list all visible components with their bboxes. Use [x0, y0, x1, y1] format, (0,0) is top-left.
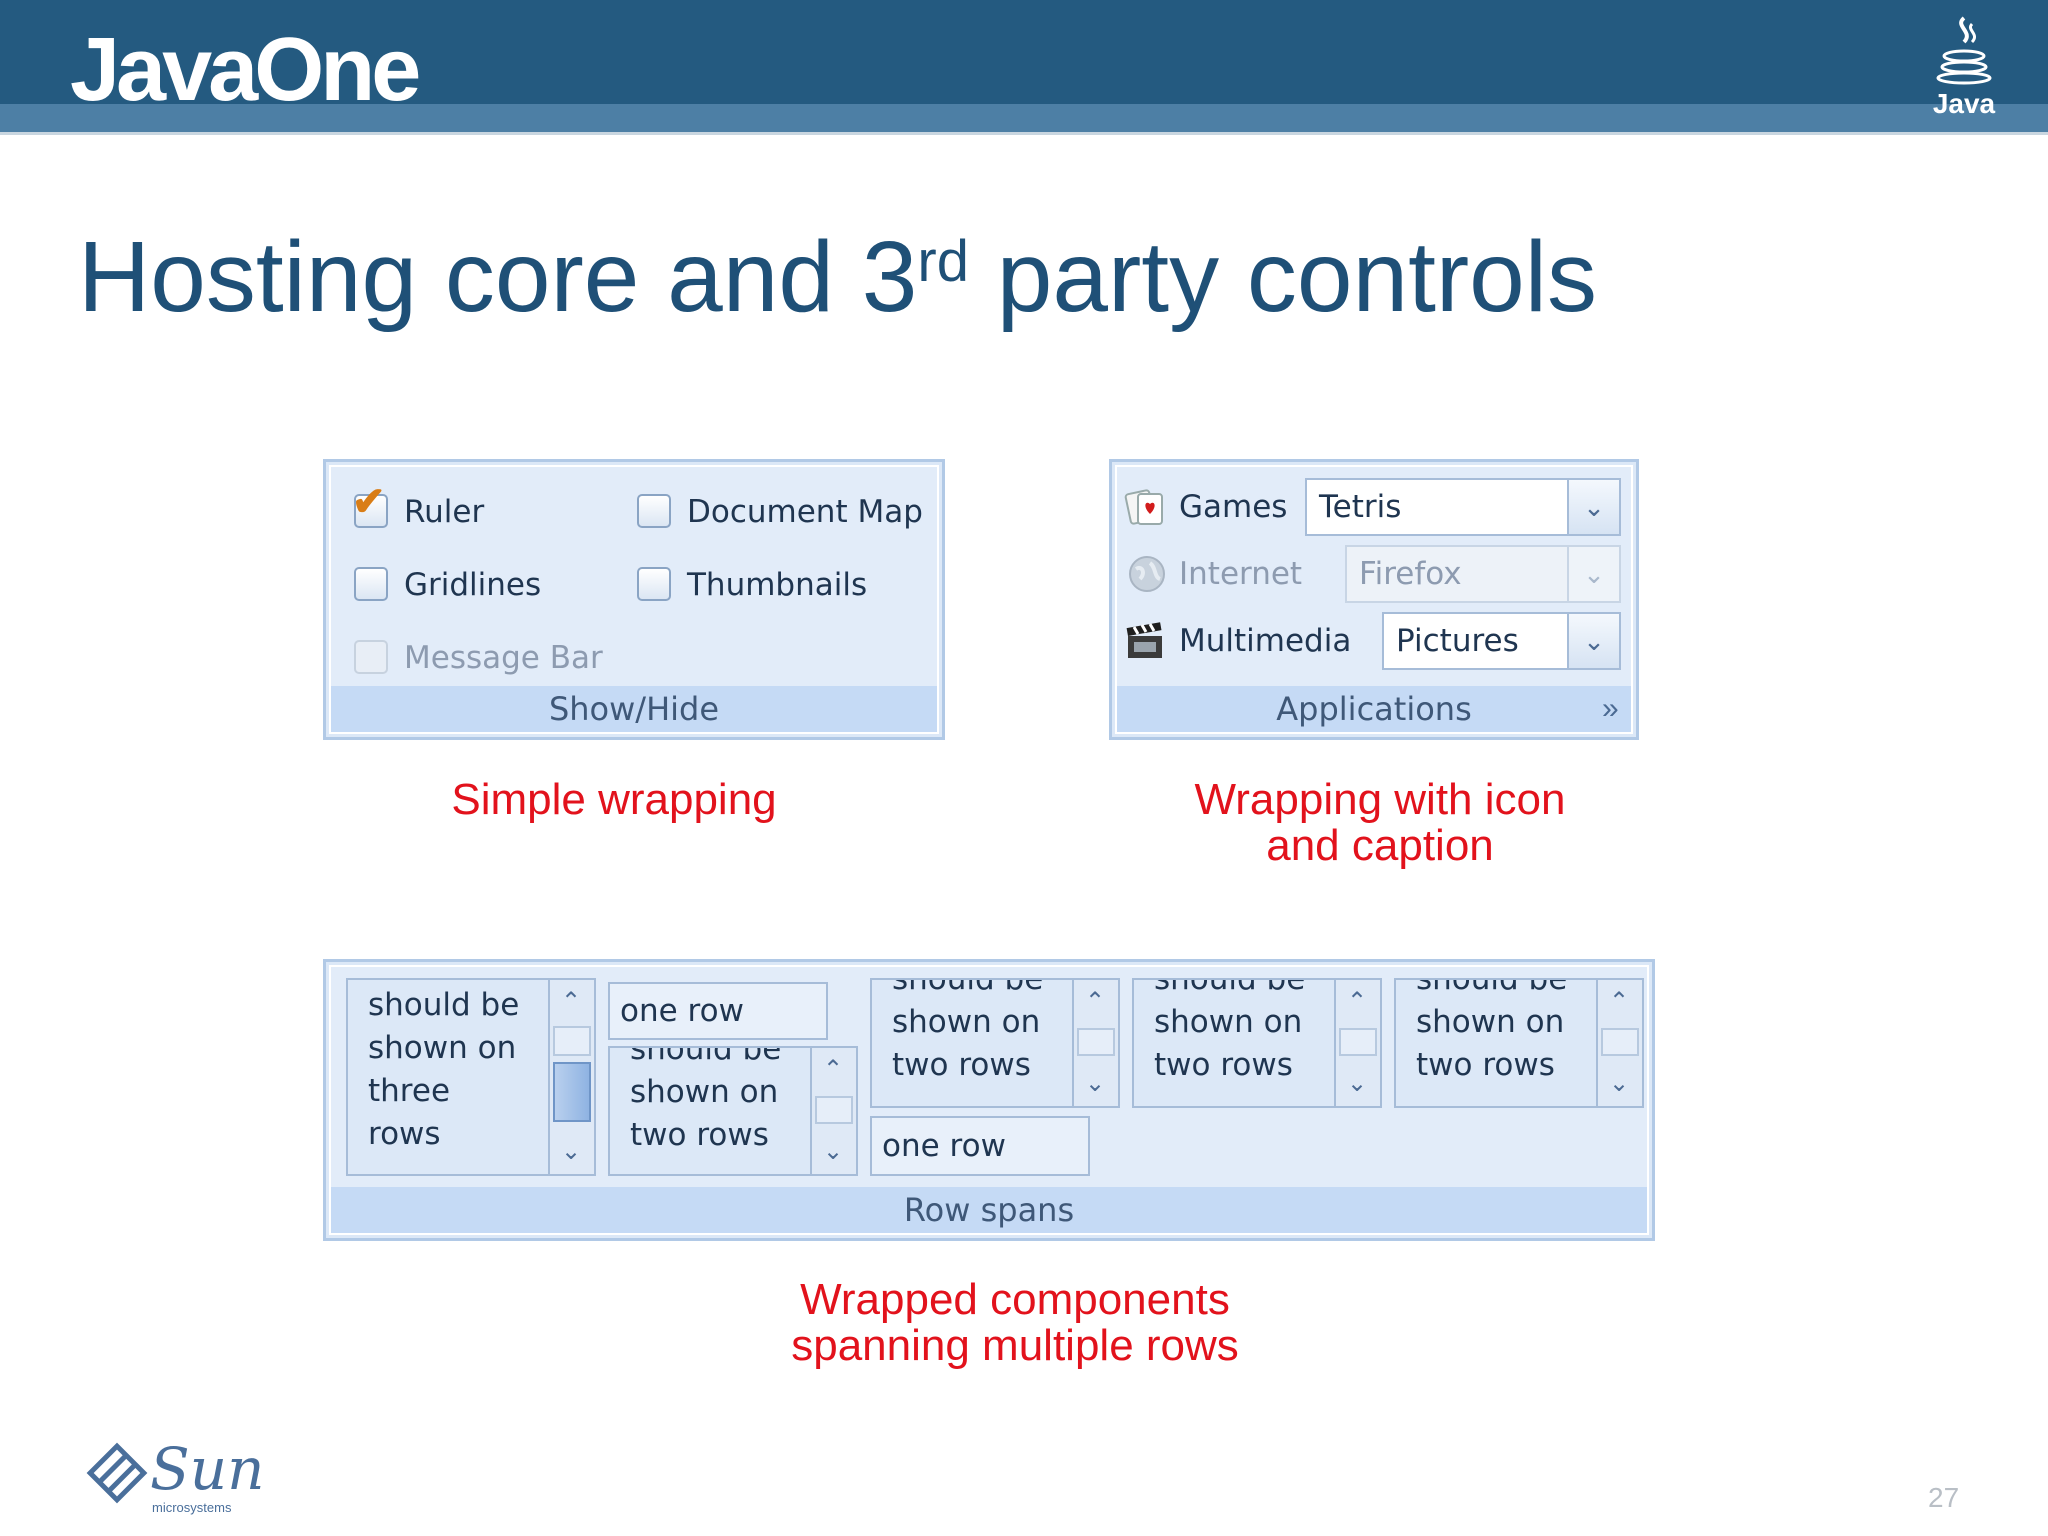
- textbox-text: one row: [882, 1128, 1006, 1164]
- gridlines-checkbox[interactable]: Gridlines: [354, 563, 574, 607]
- textarea-text: should be shown on two rows: [1416, 978, 1568, 1083]
- multimedia-row: Multimedia Pictures ⌄: [1124, 612, 1634, 672]
- java-cup-icon: [1936, 16, 1992, 85]
- title-main: Hosting core and 3: [78, 221, 918, 333]
- row-span-label-1: Wrapped components: [800, 1275, 1230, 1324]
- icon-caption-label-2: and caption: [1266, 821, 1494, 870]
- checkbox-box: [354, 640, 388, 674]
- games-combo[interactable]: Tetris ⌄: [1305, 478, 1621, 536]
- games-row: Games Tetris ⌄: [1124, 478, 1634, 538]
- group-caption: Row spans: [331, 1187, 1647, 1233]
- checkbox-box: [637, 494, 671, 528]
- page-number: 27: [1928, 1482, 1960, 1513]
- row-span-label-2: spanning multiple rows: [791, 1321, 1239, 1370]
- chevron-up-icon[interactable]: ⌃: [1346, 988, 1368, 1015]
- multimedia-combo[interactable]: Pictures ⌄: [1382, 612, 1621, 670]
- two-rows-textarea-4[interactable]: should be shown on two rows ⌃ ⌄: [1394, 978, 1644, 1108]
- scrollbar[interactable]: ⌃ ⌄: [1596, 980, 1642, 1106]
- group-caption: Show/Hide: [331, 686, 937, 732]
- checkbox-label: Ruler: [404, 494, 485, 530]
- one-row-textbox-2[interactable]: one row: [870, 1116, 1090, 1176]
- internet-label: Internet: [1179, 556, 1303, 592]
- checkbox-label: Message Bar: [404, 640, 603, 676]
- three-rows-textarea[interactable]: should be shown on three rows ⌃ ⌄: [346, 978, 596, 1176]
- header-divider: [0, 132, 2048, 135]
- textarea-text: should be shown on two rows: [892, 978, 1044, 1083]
- internet-row: Internet Firefox ⌄: [1124, 545, 1634, 605]
- scrollbar-track: [1339, 1028, 1377, 1056]
- checkbox-box: [354, 567, 388, 601]
- chevron-up-icon[interactable]: ⌃: [822, 1056, 844, 1083]
- chevron-up-icon[interactable]: ⌃: [1084, 988, 1106, 1015]
- checkbox-label: Document Map: [687, 494, 923, 530]
- sun-logo-subtitle: microsystems: [152, 1500, 232, 1515]
- javaone-logo: JavaOne: [70, 20, 421, 120]
- show-hide-group: ✔ Ruler Document Map Gridlines Thumbnail…: [323, 459, 945, 740]
- sun-logo: Sun: [150, 1435, 265, 1503]
- scrollbar-track: [553, 1026, 591, 1056]
- scrollbar-track: [1077, 1028, 1115, 1056]
- textarea-text: should be shown on two rows: [1154, 978, 1306, 1083]
- chevron-down-icon[interactable]: ⌄: [1084, 1070, 1106, 1097]
- checkbox-box: [637, 567, 671, 601]
- sun-diamond-icon: [86, 1442, 148, 1504]
- scrollbar[interactable]: ⌃ ⌄: [1072, 980, 1118, 1106]
- java-logo-text: Java: [1932, 88, 1996, 119]
- title-superscript: rd: [917, 229, 969, 294]
- two-rows-textarea-3[interactable]: should be shown on two rows ⌃ ⌄: [1132, 978, 1382, 1108]
- chevron-up-icon[interactable]: ⌃: [560, 988, 582, 1015]
- checkmark-icon: ✔: [352, 480, 386, 524]
- checkbox-label: Thumbnails: [687, 567, 868, 603]
- one-row-textbox[interactable]: one row: [608, 982, 828, 1040]
- combo-value: Pictures: [1396, 623, 1519, 659]
- textarea-text: should be shown on two rows: [630, 1046, 782, 1153]
- chevron-down-icon[interactable]: ⌄: [1608, 1070, 1630, 1097]
- combo-value: Firefox: [1359, 556, 1462, 592]
- internet-combo: Firefox ⌄: [1345, 545, 1621, 603]
- chevron-down-icon: ⌄: [1567, 547, 1619, 601]
- textbox-text: one row: [620, 993, 744, 1029]
- java-logo: Java: [1924, 12, 2004, 122]
- slide-title: Hosting core and 3rd party controls: [78, 222, 1597, 332]
- scrollbar[interactable]: ⌃ ⌄: [548, 980, 594, 1174]
- message-bar-checkbox: Message Bar: [354, 636, 634, 680]
- icon-caption-label-1: Wrapping with icon: [1194, 775, 1566, 824]
- chevron-down-icon[interactable]: ⌄: [1346, 1070, 1368, 1097]
- ruler-checkbox[interactable]: ✔ Ruler: [352, 482, 554, 534]
- title-rest: party controls: [968, 221, 1598, 333]
- scrollbar[interactable]: ⌃ ⌄: [1334, 980, 1380, 1106]
- checkbox-label: Gridlines: [404, 567, 542, 603]
- chevron-down-icon[interactable]: ⌄: [560, 1138, 582, 1165]
- chevron-down-icon[interactable]: ⌄: [1567, 480, 1619, 534]
- simple-wrapping-label: Simple wrapping: [451, 775, 777, 824]
- scrollbar-track: [815, 1096, 853, 1124]
- games-label: Games: [1179, 489, 1288, 525]
- textarea-text: should be shown on three rows: [368, 987, 520, 1152]
- combo-value: Tetris: [1319, 489, 1402, 525]
- chevron-down-icon[interactable]: ⌄: [822, 1138, 844, 1165]
- thumbnails-checkbox[interactable]: Thumbnails: [637, 563, 887, 607]
- applications-group: Games Tetris ⌄ Internet Firefox ⌄ Multim…: [1109, 459, 1639, 740]
- multimedia-label: Multimedia: [1179, 623, 1352, 659]
- two-rows-textarea-2[interactable]: should be shown on two rows ⌃ ⌄: [870, 978, 1120, 1108]
- header-band: [0, 104, 2048, 132]
- document-map-checkbox[interactable]: Document Map: [637, 490, 927, 534]
- globe-icon: [1129, 556, 1165, 592]
- row-spans-group: should be shown on three rows ⌃ ⌄ one ro…: [323, 959, 1655, 1241]
- clapperboard-icon: [1126, 622, 1162, 658]
- checkbox-box: ✔: [352, 482, 388, 528]
- scrollbar[interactable]: ⌃ ⌄: [810, 1048, 856, 1174]
- cards-icon: [1124, 489, 1163, 525]
- dialog-launcher-icon[interactable]: »: [1602, 692, 1619, 725]
- scrollbar-thumb[interactable]: [553, 1062, 591, 1122]
- scrollbar-track: [1601, 1028, 1639, 1056]
- two-rows-textarea-1[interactable]: should be shown on two rows ⌃ ⌄: [608, 1046, 858, 1176]
- group-caption: Applications: [1117, 686, 1631, 732]
- chevron-down-icon[interactable]: ⌄: [1567, 614, 1619, 668]
- chevron-up-icon[interactable]: ⌃: [1608, 988, 1630, 1015]
